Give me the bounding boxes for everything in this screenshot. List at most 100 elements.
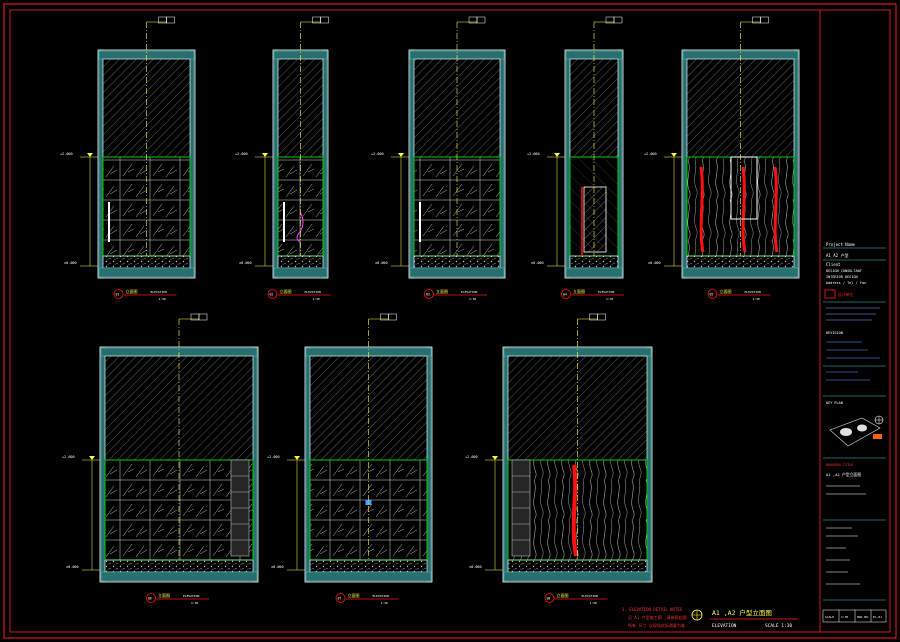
floor-section [309,559,428,573]
drawing-notes: 1. ELEVATION DETAIL NOTES 见 A1 户型施工图 ,请参… [622,607,686,628]
wall-right [189,50,195,278]
tag-box [597,313,606,321]
note-line-3: 所有 尺寸 以现场实际测量为准 [628,622,685,628]
elevation-bubble-icon [146,593,156,603]
elevation-title: 立面图 [436,288,448,294]
sheet-title-block: A1 ,A2 户型立面图 ELEVATION SCALE 1:30 [691,608,798,629]
elevation-scale: 1:30 [381,601,388,605]
floor-mark-label: ±0.000 [66,565,79,569]
elevation-title: 立面图 [126,288,138,294]
project-label: Project Name [826,242,855,247]
elevation-scale: 1:30 [313,297,320,301]
tb-line-2: INTERIOR DESIGN [826,275,858,279]
wall-right [322,50,328,278]
level-mark-label: +2.600 [644,152,657,156]
footer-cell-2: 1:30 [841,615,848,619]
level-marker-icon [89,456,95,460]
floor-mark-label: ±0.000 [648,261,661,265]
wall-right [426,347,432,582]
footer-cell-1: SCALE [825,615,834,619]
level-marker-icon [398,153,404,157]
wall-left [98,50,104,278]
tag-box [388,313,397,321]
key-plan-icon [829,415,884,447]
level-marker-icon [492,456,498,460]
elevation-subtitle: ELEVATION [582,594,598,598]
elevation-scale: 1:30 [753,297,760,301]
title-block: Project Name A1 A2 户型 Client DESIGN CONS… [822,242,887,623]
tb-line-5: REVISION [826,331,843,335]
elevation-title: 立面图 [573,288,585,294]
elevation-number: 03 [426,293,430,297]
elevation-scale: 1:30 [159,297,166,301]
wood-vein-red [699,166,705,253]
wall-left [682,50,688,278]
elevation-subtitle: ELEVATION [305,290,321,294]
floor-section [569,255,619,269]
elevation-subtitle: ELEVATION [461,290,477,294]
floor-section [102,255,191,269]
sheet-outer-border [3,3,897,639]
level-marker-icon [554,153,560,157]
sheet-scale: SCALE 1:30 [765,623,792,629]
elevation-title: 立面图 [348,592,360,598]
wall-left [100,347,106,582]
elevation-title: 立面图 [720,288,732,294]
floor-slab [565,267,623,278]
elevation-subtitle: ELEVATION [183,594,199,598]
elevation-bubble-icon [335,593,346,603]
drawing-title-label: DRAWING TITLE [826,463,853,467]
tag-box [320,16,329,24]
wall-left [305,347,311,582]
key-plan-label: KEY PLAN [826,401,843,405]
wall-right [252,347,258,582]
wall-left [273,50,279,278]
elevation-number: 06 [148,597,152,601]
floor-section [507,559,648,573]
elevation-number: 05 [710,293,714,297]
elevation-scale: 1:30 [191,601,198,605]
door-leaf [583,186,607,253]
floor-slab [409,267,505,278]
drawing-title-value: A1 ,A2 户型立面图 [826,472,861,477]
elevation-title: 立面图 [158,592,170,598]
floor-section [104,559,254,573]
mirror-cabinet [730,156,758,220]
wood-vein-red [571,464,578,557]
elevation-number: 04 [563,293,567,297]
tag-box [613,16,623,24]
level-mark-label: +2.600 [267,455,280,459]
wood-vein-red [741,166,747,253]
floor-mark-label: ±0.000 [469,565,482,569]
note-line-1: 1. ELEVATION DETAIL NOTES [622,607,683,612]
tag-box [476,16,486,24]
elevation-scale: 1:30 [606,297,613,301]
level-mark-label: +2.600 [371,152,384,156]
wall-left [565,50,571,278]
floor-section [277,255,324,269]
wall-right [646,347,652,582]
client-label: Client [826,262,841,267]
elevation-subtitle: ELEVATION [598,290,614,294]
level-mark-label: +2.600 [235,152,248,156]
tb-line-1: DESIGN CONSULTANT [826,269,863,273]
note-line-2: 见 A1 户型施工图 ,请参照此图 [628,614,686,620]
level-mark-label: +2.600 [465,455,478,459]
floor-slab [503,571,652,582]
footer-cell-3: DWG NO. [857,615,870,619]
tb-line-3: Address / Tel / Fax [826,281,866,285]
level-marker-icon [671,153,677,157]
level-mark-label: +2.600 [62,455,75,459]
elevation-scale: 1:30 [590,601,597,605]
wall-left [409,50,415,278]
tb-line-4: 设计单位 [838,292,853,297]
elevation-bubble-icon [267,289,278,299]
shower-hose [296,211,304,243]
project-name: A1 A2 户型 [826,252,848,258]
tag-box [198,313,208,321]
elevation-bubble-icon [424,289,434,299]
